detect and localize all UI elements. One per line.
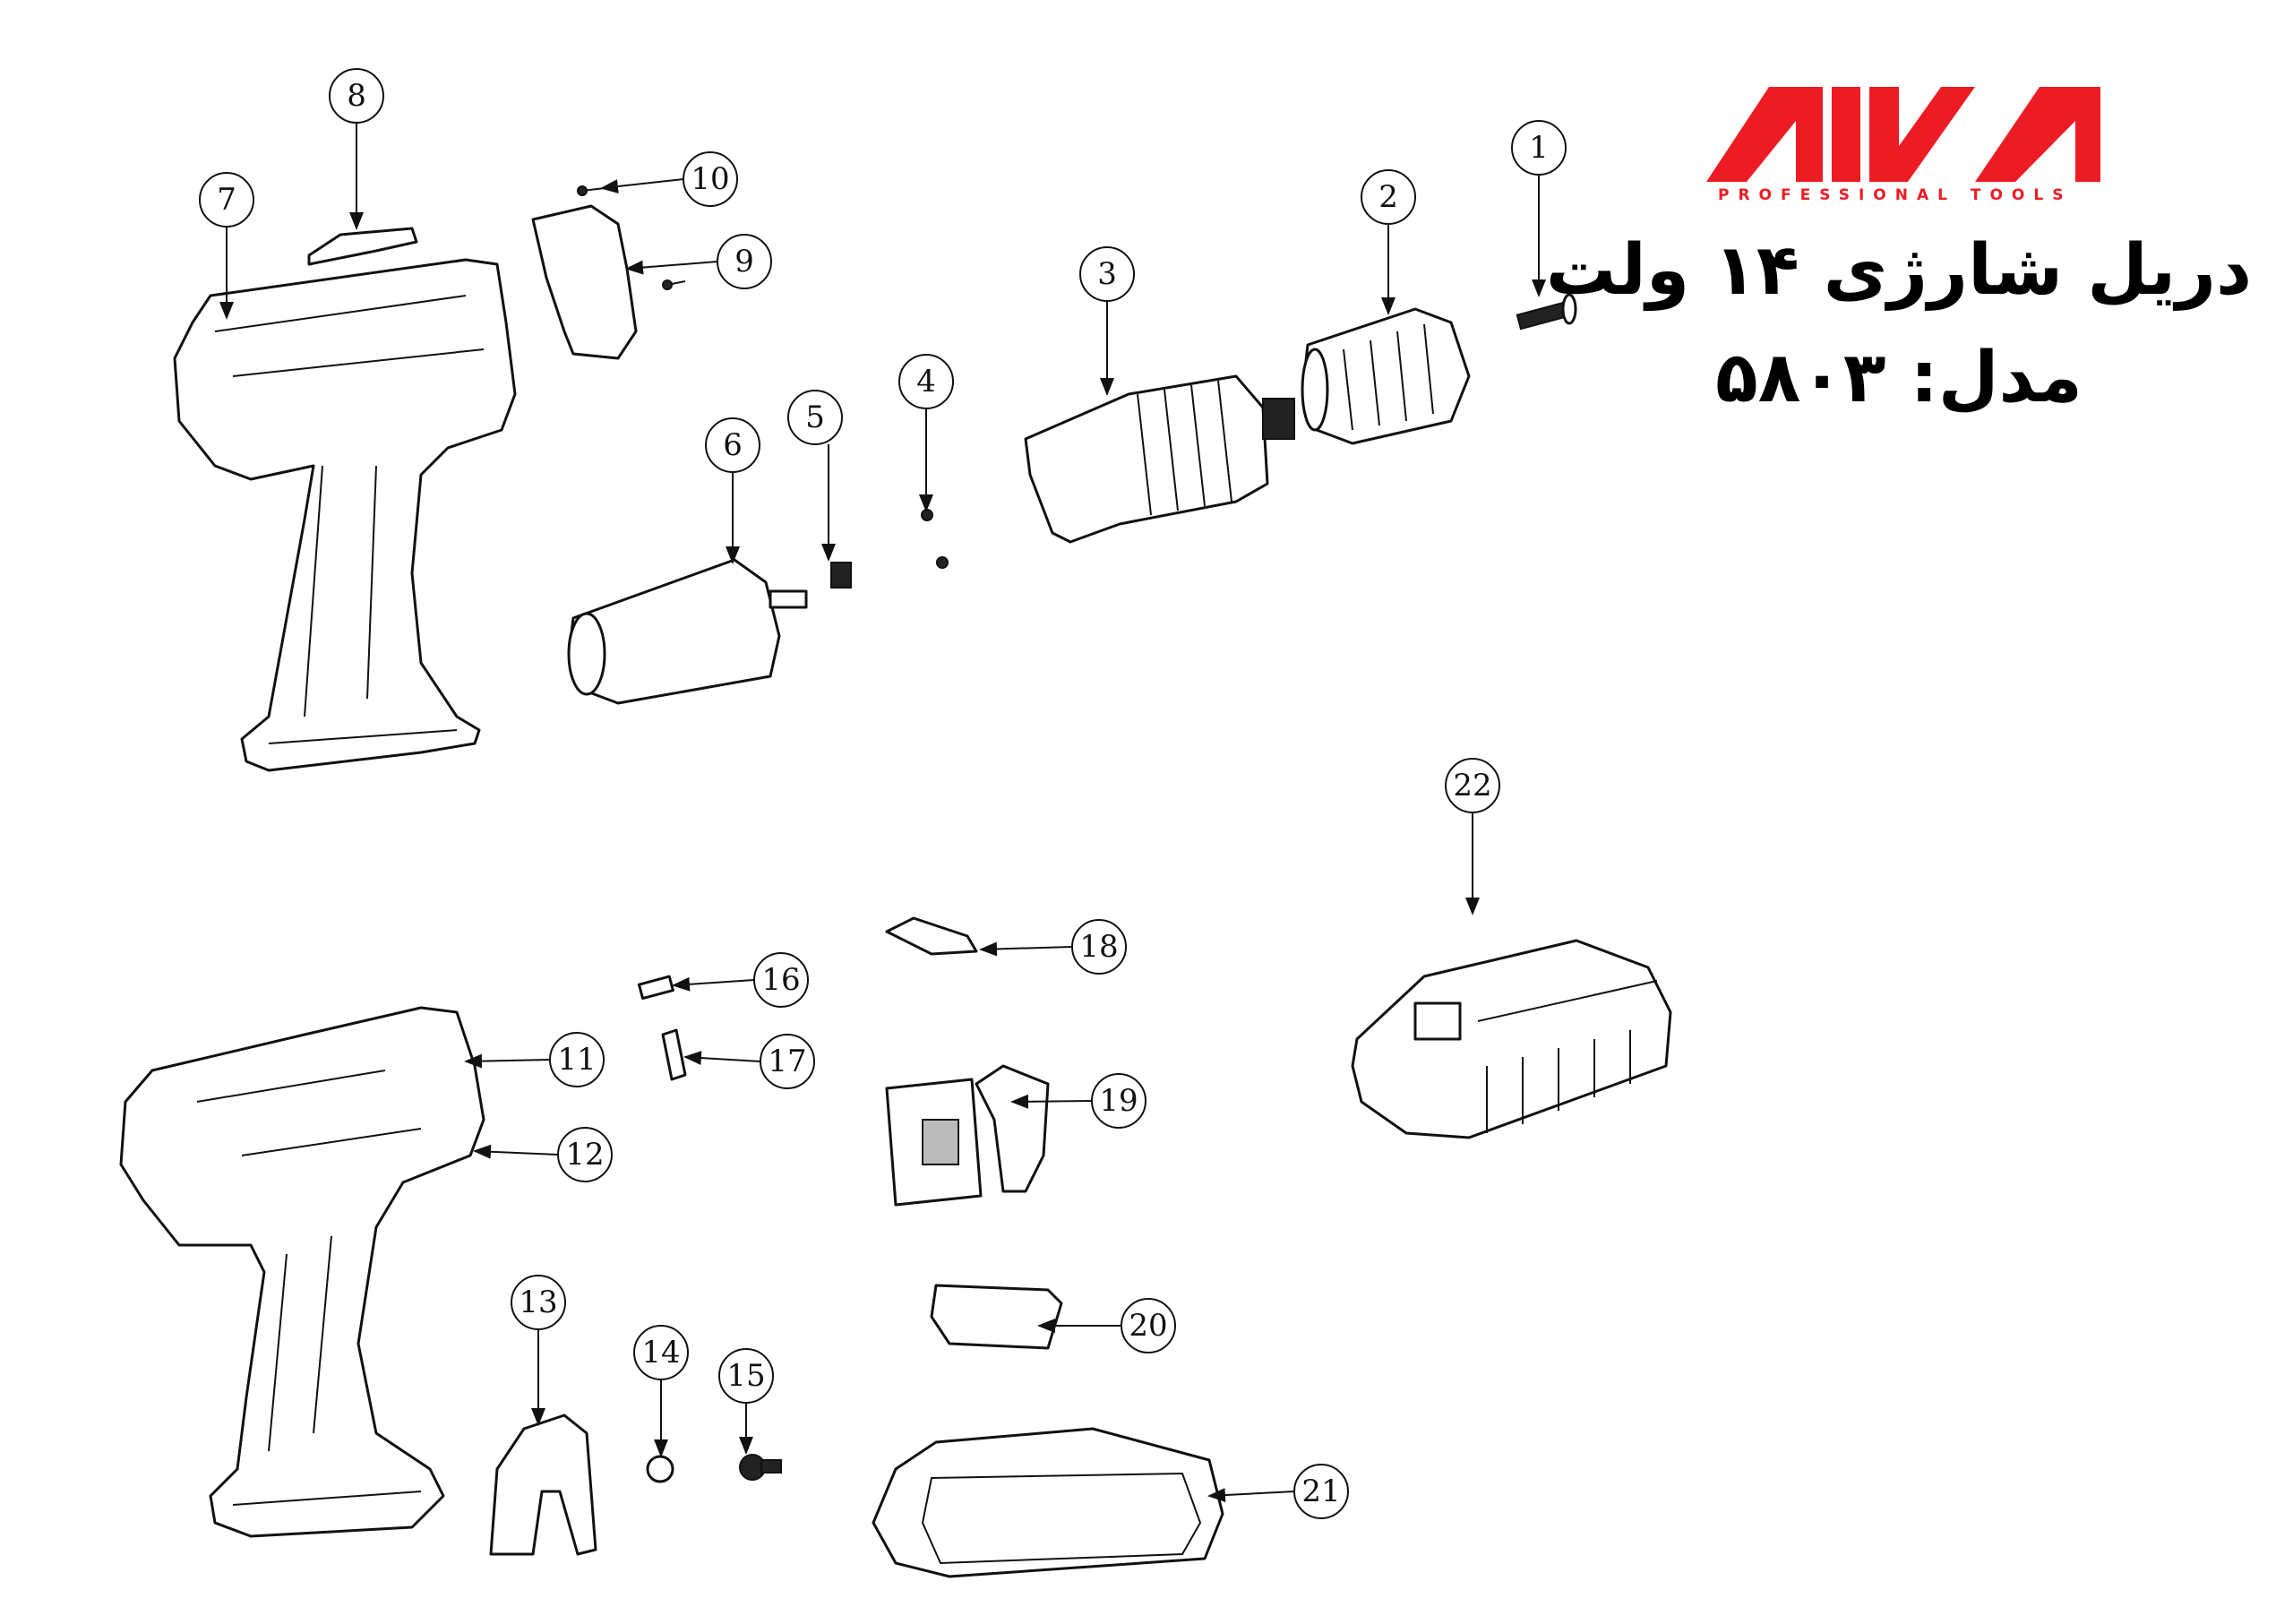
svg-text:20: 20 bbox=[1129, 1308, 1167, 1344]
callout-17: 17 bbox=[760, 1034, 815, 1089]
gearbox-cover-part bbox=[531, 204, 638, 360]
callout-6: 6 bbox=[705, 417, 760, 473]
callout-16: 16 bbox=[753, 952, 809, 1008]
callout-19: 19 bbox=[1091, 1073, 1146, 1129]
callout-2: 2 bbox=[1361, 169, 1416, 225]
chuck-screw-part bbox=[1516, 293, 1577, 331]
svg-text:4: 4 bbox=[916, 364, 936, 400]
callout-22: 22 bbox=[1445, 758, 1500, 813]
callout-11: 11 bbox=[549, 1032, 605, 1087]
svg-text:15: 15 bbox=[726, 1358, 765, 1394]
housing-right-half bbox=[119, 1006, 485, 1538]
chuck-part bbox=[1301, 307, 1471, 445]
callout-13: 13 bbox=[511, 1275, 566, 1330]
plate-17 bbox=[661, 1028, 687, 1081]
svg-text:8: 8 bbox=[347, 78, 366, 114]
gearbox-part bbox=[1024, 374, 1295, 544]
brand-tagline: PROFESSIONAL TOOLS bbox=[1718, 186, 2073, 204]
svg-text:2: 2 bbox=[1378, 179, 1398, 215]
battery-terminal-part bbox=[930, 1284, 1063, 1350]
callout-21: 21 bbox=[1293, 1464, 1349, 1519]
svg-text:12: 12 bbox=[565, 1137, 604, 1173]
charger-part bbox=[1351, 939, 1672, 1139]
svg-text:13: 13 bbox=[519, 1285, 557, 1320]
nut-part bbox=[646, 1455, 674, 1483]
brand-logo bbox=[1706, 87, 2100, 182]
callout-4: 4 bbox=[898, 354, 954, 409]
bolt-part bbox=[739, 1454, 782, 1481]
callout-10: 10 bbox=[683, 151, 738, 207]
svg-text:14: 14 bbox=[641, 1335, 680, 1371]
belt-clip-part bbox=[489, 1413, 597, 1556]
svg-text:7: 7 bbox=[217, 182, 236, 218]
terminal-16 bbox=[637, 975, 674, 1001]
callout-20: 20 bbox=[1121, 1298, 1176, 1353]
svg-text:1: 1 bbox=[1529, 130, 1549, 166]
screws-4 bbox=[921, 509, 949, 569]
svg-text:10: 10 bbox=[691, 161, 729, 197]
trigger-switch-part bbox=[885, 1064, 1050, 1207]
screw-10 bbox=[577, 185, 605, 196]
housing-left-half bbox=[173, 258, 517, 772]
callout-5: 5 bbox=[787, 390, 843, 445]
svg-text:9: 9 bbox=[734, 244, 754, 279]
callout-3: 3 bbox=[1079, 246, 1135, 302]
svg-text:16: 16 bbox=[761, 962, 800, 998]
direction-lever-part bbox=[885, 916, 978, 956]
switch-cover-part bbox=[307, 227, 418, 266]
callout-7: 7 bbox=[199, 172, 254, 228]
callout-9: 9 bbox=[717, 234, 772, 289]
leader-lines bbox=[219, 123, 1546, 1503]
svg-text:22: 22 bbox=[1453, 768, 1491, 803]
svg-text:5: 5 bbox=[805, 400, 825, 435]
screw-9 bbox=[662, 279, 686, 290]
svg-text:21: 21 bbox=[1301, 1474, 1340, 1509]
svg-text:6: 6 bbox=[723, 427, 743, 463]
callout-12: 12 bbox=[557, 1127, 613, 1182]
svg-text:3: 3 bbox=[1097, 256, 1117, 292]
model-number: مدل: ۵۸۰۳ bbox=[1715, 338, 2083, 418]
svg-text:18: 18 bbox=[1079, 929, 1118, 965]
svg-text:11: 11 bbox=[557, 1042, 596, 1078]
motor-part bbox=[567, 558, 808, 705]
svg-text:17: 17 bbox=[768, 1044, 806, 1079]
callout-8: 8 bbox=[329, 68, 384, 124]
callout-15: 15 bbox=[718, 1348, 774, 1404]
callout-18: 18 bbox=[1071, 919, 1127, 975]
gear-part bbox=[830, 562, 852, 589]
callout-1: 1 bbox=[1511, 120, 1567, 176]
battery-pack-part bbox=[872, 1427, 1224, 1578]
callout-14: 14 bbox=[633, 1325, 689, 1380]
svg-text:19: 19 bbox=[1099, 1083, 1138, 1119]
product-title: دریل شارژی ۱۴ ولت bbox=[1545, 230, 2253, 311]
